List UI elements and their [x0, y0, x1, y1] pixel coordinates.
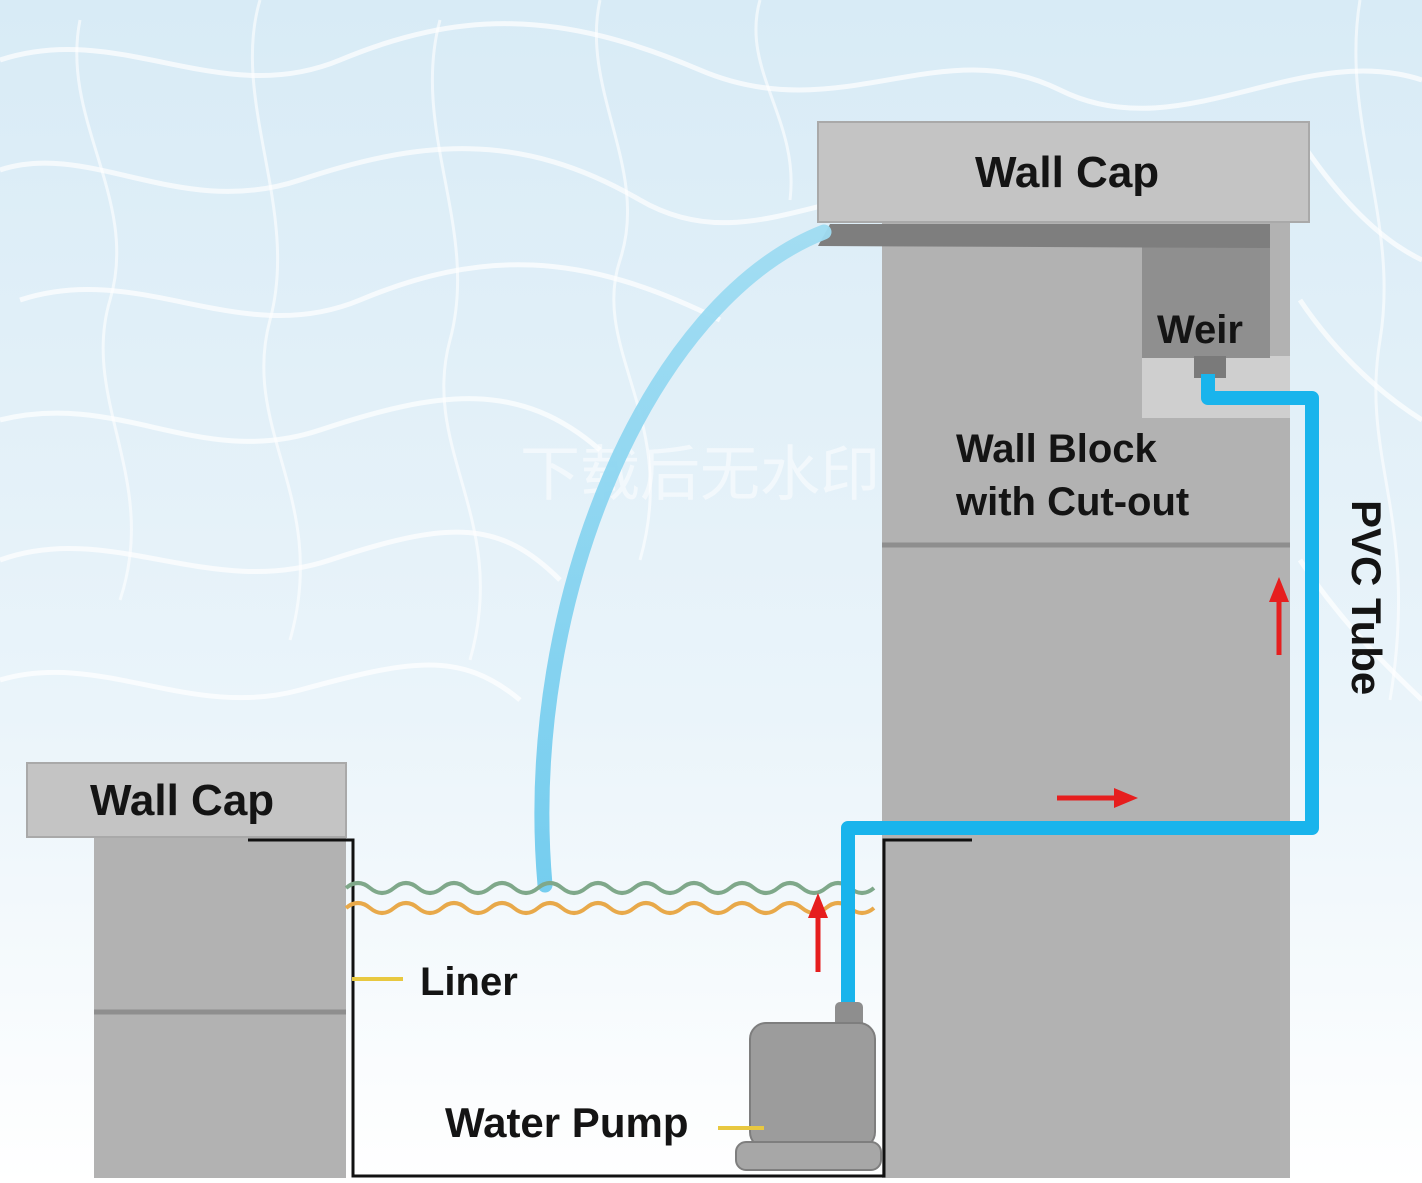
- right-wall-block: [882, 220, 1290, 1178]
- weir-label: Weir: [1157, 308, 1243, 352]
- pool-liner-outline: [248, 838, 972, 1178]
- water-pump: [735, 1002, 882, 1171]
- pvc-tube-label: PVC Tube: [1343, 500, 1390, 695]
- flow-arrow-up-tube: [1269, 577, 1289, 655]
- flow-arrow-right: [1057, 788, 1138, 808]
- water-pump-label: Water Pump: [445, 1099, 688, 1146]
- left-wall-block: [94, 838, 346, 1178]
- watermark-text: 下载后无水印: [520, 440, 880, 510]
- liner-label: Liner: [420, 960, 518, 1004]
- wall-cap-left-label: Wall Cap: [90, 776, 274, 825]
- wall-block-label-line2: with Cut-out: [955, 480, 1189, 524]
- wall-cap-top-label: Wall Cap: [975, 148, 1159, 197]
- wall-cap-top: [817, 121, 1310, 223]
- wall-cap-left: [26, 762, 347, 838]
- flow-arrow-up-pump: [808, 893, 828, 972]
- weir-lip: [818, 224, 1270, 248]
- pvc-tube: [841, 374, 1319, 1002]
- liner-wave-line: [344, 901, 876, 915]
- water-surface-line: [344, 881, 876, 895]
- wall-block-label-line1: Wall Block: [956, 427, 1158, 471]
- water-stream: [534, 224, 832, 893]
